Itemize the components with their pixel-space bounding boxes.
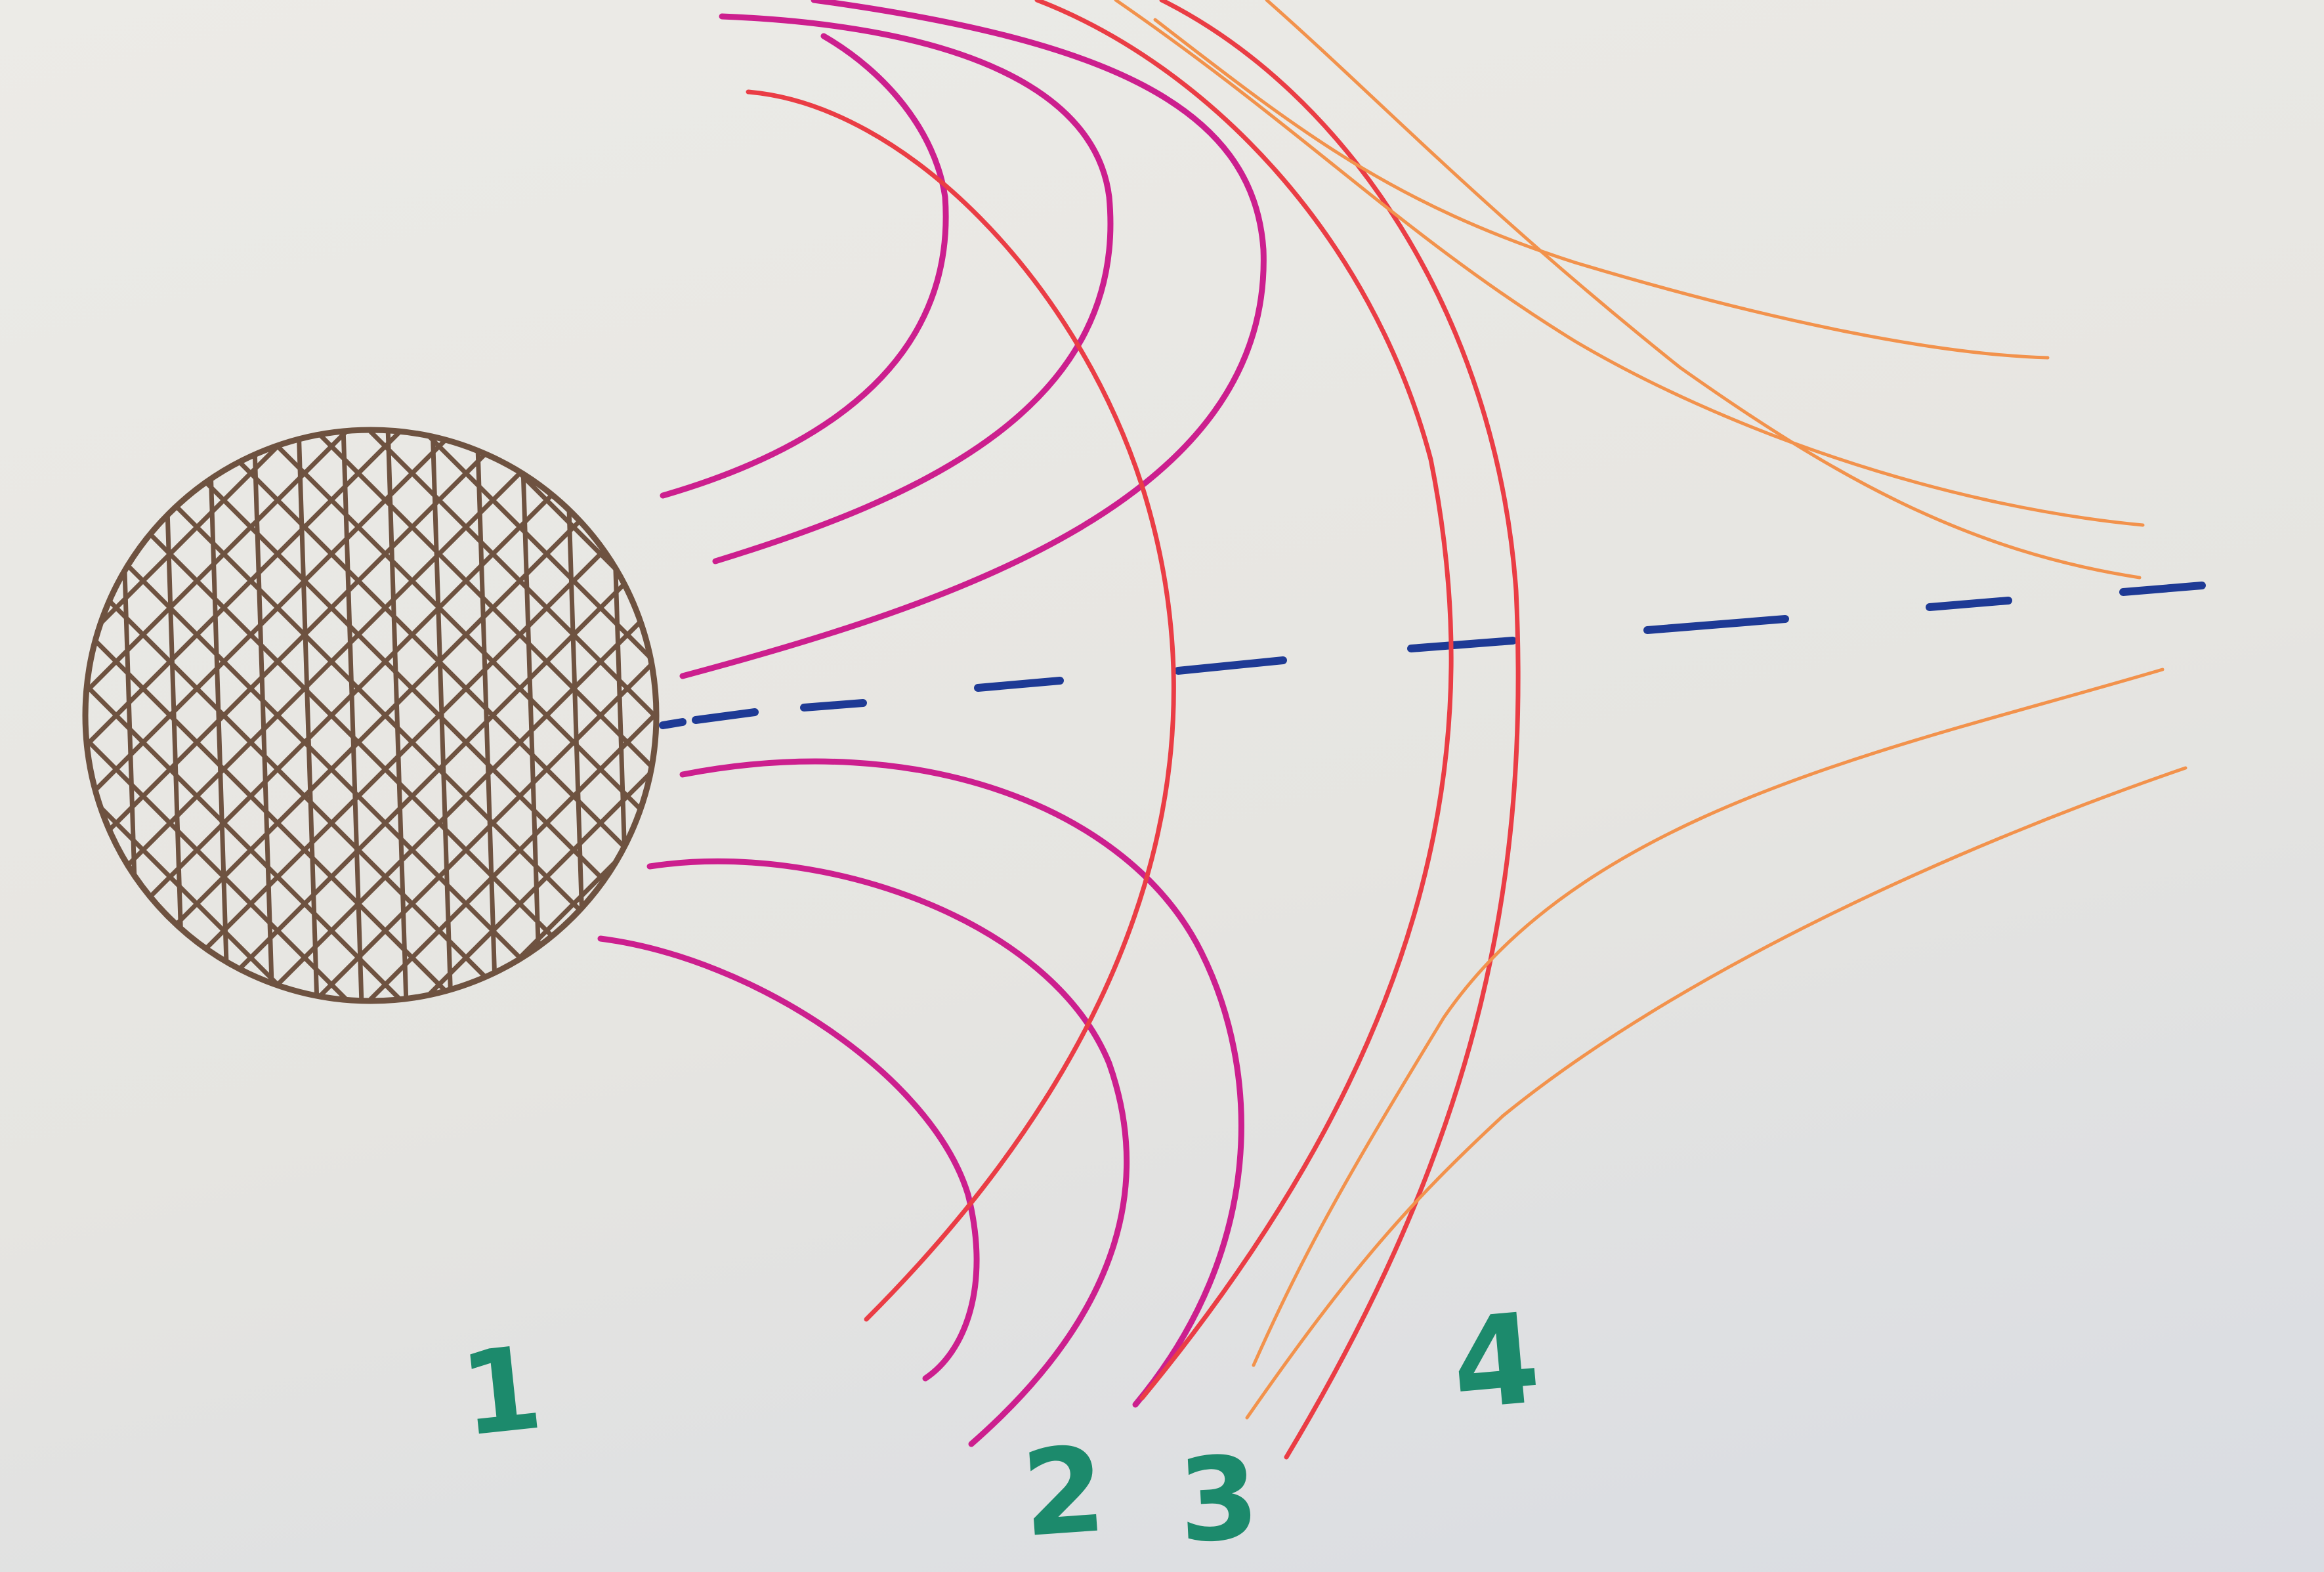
red-arc: [1159, 0, 1521, 1460]
hatch-line: [85, 430, 461, 1001]
axis-line: [659, 582, 2206, 729]
hatch-line: [85, 430, 192, 1001]
hatch-line: [117, 430, 141, 1001]
hatch-line: [578, 430, 656, 1001]
orange-lines: [1114, 0, 2187, 1420]
hatch-line: [85, 430, 300, 1001]
axis-dash: [659, 718, 687, 729]
orange-line: [1265, 0, 2142, 580]
hatch-line: [85, 430, 246, 1001]
orange-line: [1252, 668, 2165, 1367]
hatch-line: [309, 430, 656, 1001]
label-1: 1: [455, 1322, 548, 1463]
magenta-lines-lower: [597, 758, 1244, 1447]
hatch-line: [85, 430, 569, 1001]
magenta-line: [660, 33, 949, 499]
hatch-line: [85, 430, 354, 1001]
orange-line: [1153, 18, 2050, 360]
hatch-line: [341, 430, 364, 1001]
sphere-outline: [82, 427, 660, 1004]
hatch-line: [0, 427, 82, 1004]
axis-dash: [1643, 615, 1789, 634]
axis-dash: [2119, 582, 2206, 596]
magenta-line: [712, 13, 1114, 564]
magenta-line: [679, 0, 1267, 679]
hatch-line: [524, 430, 656, 1001]
hatch-line: [417, 430, 656, 1001]
magenta-lines-upper: [660, 0, 1267, 679]
hatch-line: [608, 430, 632, 1001]
hatch-line: [85, 430, 354, 1001]
axis-dash: [974, 677, 1064, 692]
hatch-line: [207, 430, 230, 1001]
hatch-line: [471, 430, 656, 1001]
axis-dash: [1174, 656, 1287, 675]
hatch-line: [296, 430, 320, 1001]
orange-line: [1114, 0, 2145, 527]
hatch-line: [85, 430, 515, 1001]
hatch-line: [85, 430, 408, 1001]
magenta-line: [679, 758, 1244, 1408]
sphere: [0, 427, 660, 1004]
region-labels: 1 2 3 4: [455, 1286, 1546, 1569]
hatch-line: [85, 430, 192, 1001]
hatch-line: [524, 430, 656, 1001]
hatch-line: [417, 430, 656, 1001]
red-arc: [746, 89, 1176, 1322]
hatch-line: [578, 430, 656, 1001]
hatch-line: [201, 430, 656, 1001]
red-arc: [1034, 0, 1454, 1401]
red-arcs: [746, 0, 1521, 1460]
axis-dash: [800, 699, 867, 712]
label-3: 3: [1175, 1432, 1262, 1569]
hatch-line: [0, 427, 82, 1004]
hatch-line: [162, 430, 186, 1001]
orange-line: [1245, 766, 2187, 1420]
hatch-line: [255, 430, 656, 1001]
axis-dash: [692, 708, 759, 724]
magenta-line: [646, 858, 1130, 1447]
hatch-line: [385, 430, 409, 1001]
label-2: 2: [1018, 1421, 1110, 1563]
hatch-line: [85, 430, 246, 1001]
hatch-line: [471, 430, 656, 1001]
axis-dash: [1926, 597, 2012, 611]
magenta-line: [597, 935, 980, 1382]
hatch-line: [475, 430, 498, 1001]
axis-dash: [1407, 637, 1517, 652]
hatch-line: [85, 430, 300, 1001]
label-4: 4: [1447, 1286, 1546, 1438]
